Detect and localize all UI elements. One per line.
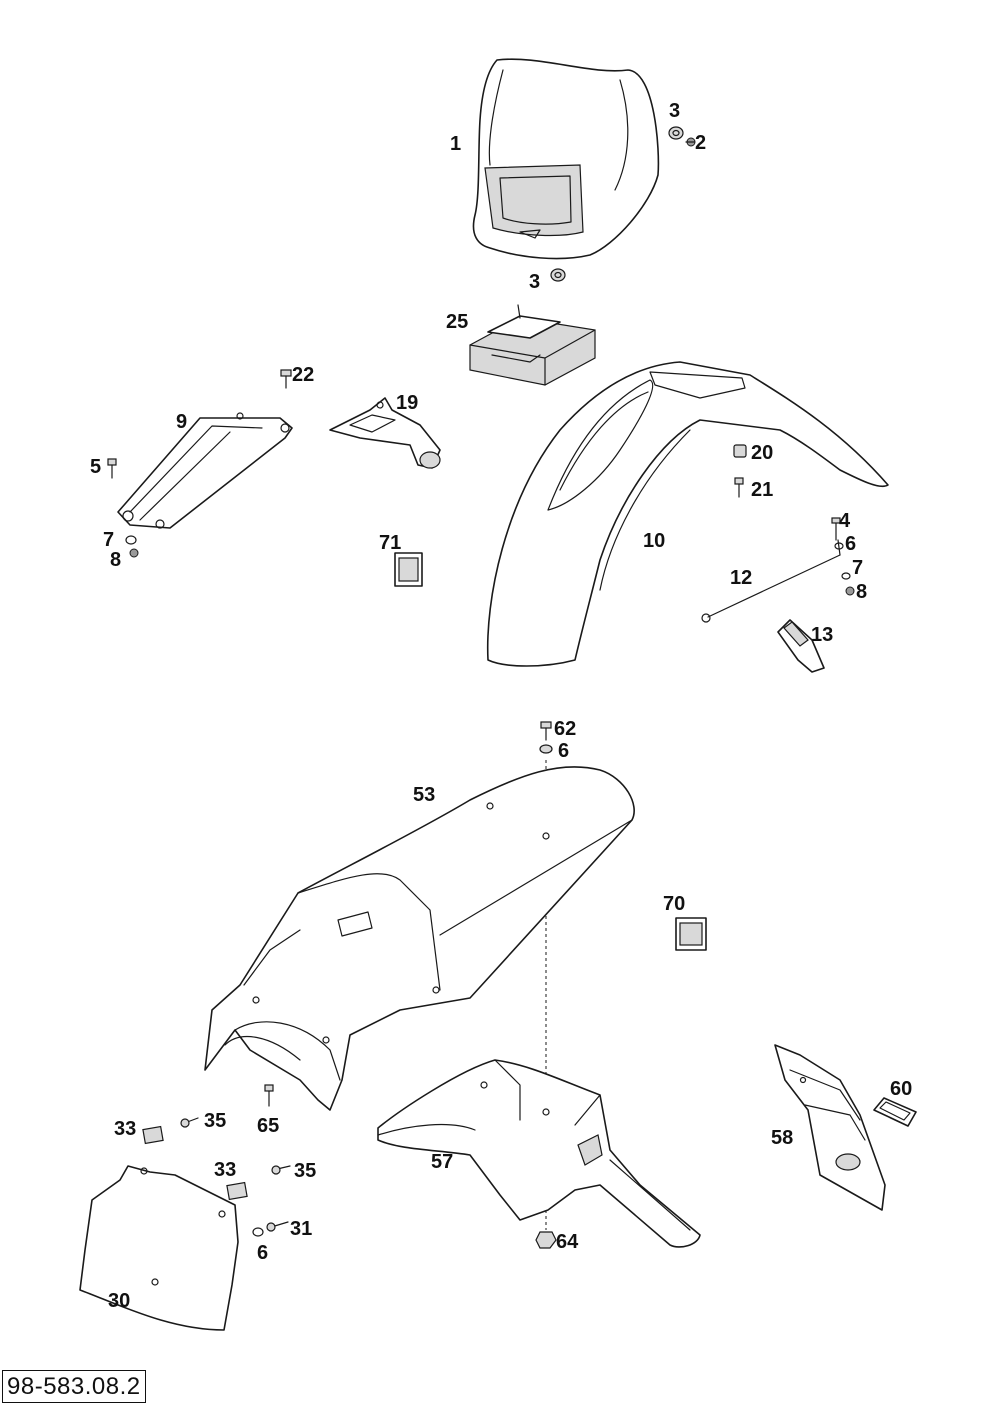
splash-guard-part-57 — [377, 1059, 701, 1248]
callout-22: 22 — [292, 364, 314, 386]
drawing-reference-number: 98-583.08.2 — [2, 1370, 146, 1403]
callout-5: 5 — [90, 456, 101, 478]
callout-2: 2 — [695, 132, 706, 154]
callout-64: 64 — [556, 1231, 579, 1253]
callout-7-left: 7 — [103, 529, 114, 551]
decal-part-71 — [394, 552, 423, 587]
callout-6-right: 6 — [845, 533, 856, 555]
screw-part-31 — [266, 1221, 289, 1232]
callout-70: 70 — [663, 893, 685, 915]
grommet-part-3-bottom — [550, 268, 566, 282]
screw-part-35-lower — [271, 1165, 291, 1175]
callout-65: 65 — [257, 1115, 279, 1137]
callout-6-lower: 6 — [257, 1242, 268, 1264]
callout-35-upper: 35 — [204, 1110, 226, 1132]
callout-31: 31 — [290, 1218, 312, 1240]
nut-part-8-right — [845, 586, 855, 596]
bolt-part-5 — [107, 458, 117, 479]
clip-nut-part-33-right — [226, 1181, 248, 1201]
front-fender-part-10 — [486, 361, 889, 667]
callout-12: 12 — [730, 567, 752, 589]
callout-53: 53 — [413, 784, 435, 806]
bracket-part-19 — [329, 397, 441, 469]
callout-33-right: 33 — [214, 1159, 236, 1181]
decal-part-70 — [675, 917, 707, 951]
callout-10: 10 — [643, 530, 665, 552]
nut-part-64 — [535, 1231, 557, 1249]
callout-1: 1 — [450, 133, 461, 155]
lens-part-60 — [873, 1097, 917, 1127]
clip-nut-part-33-left — [142, 1125, 164, 1145]
headlight-mask — [472, 58, 660, 260]
washer-part-7-left — [125, 535, 137, 545]
license-plate-part-30 — [79, 1165, 239, 1331]
callout-7-right: 7 — [852, 557, 863, 579]
callout-3-top: 3 — [669, 100, 680, 122]
washer-part-6-lower — [252, 1227, 264, 1237]
tail-cover-part-58 — [774, 1044, 886, 1211]
holder-block-part-25 — [469, 304, 596, 386]
callout-8-left: 8 — [110, 549, 121, 571]
callout-19: 19 — [396, 392, 418, 414]
callout-57: 57 — [431, 1151, 453, 1173]
callout-62: 62 — [554, 718, 576, 740]
washer-part-6-upper — [539, 744, 553, 754]
callout-13: 13 — [811, 624, 833, 646]
nut-part-20 — [733, 444, 747, 458]
callout-6-upper: 6 — [558, 740, 569, 762]
callout-60: 60 — [890, 1078, 912, 1100]
bolt-part-22 — [280, 369, 292, 389]
callout-35-lower: 35 — [294, 1160, 316, 1182]
callout-33-left: 33 — [114, 1118, 136, 1140]
callout-4: 4 — [839, 510, 851, 532]
washer-part-6-right — [834, 542, 844, 550]
callout-20: 20 — [751, 442, 773, 464]
callout-3-bottom: 3 — [529, 271, 540, 293]
callout-30: 30 — [108, 1290, 130, 1312]
brace-part-12 — [701, 539, 841, 623]
callout-8-right: 8 — [856, 581, 867, 603]
bolt-part-62 — [540, 721, 552, 741]
callout-25: 25 — [446, 311, 468, 333]
nut-part-8-left — [129, 548, 139, 558]
callout-9: 9 — [176, 411, 187, 433]
grommet-part-3-top — [668, 126, 684, 140]
screw-part-21 — [734, 477, 744, 498]
washer-part-7-right — [841, 572, 851, 580]
bolt-part-4 — [831, 517, 841, 541]
screw-part-35-upper — [180, 1117, 199, 1128]
callout-58: 58 — [771, 1127, 793, 1149]
callout-71: 71 — [379, 532, 401, 554]
rear-fender-part-53 — [204, 766, 635, 1111]
callout-21: 21 — [751, 479, 773, 501]
clip-part-13 — [777, 619, 825, 673]
strut-part-9 — [117, 412, 293, 529]
screw-part-65 — [264, 1084, 274, 1107]
